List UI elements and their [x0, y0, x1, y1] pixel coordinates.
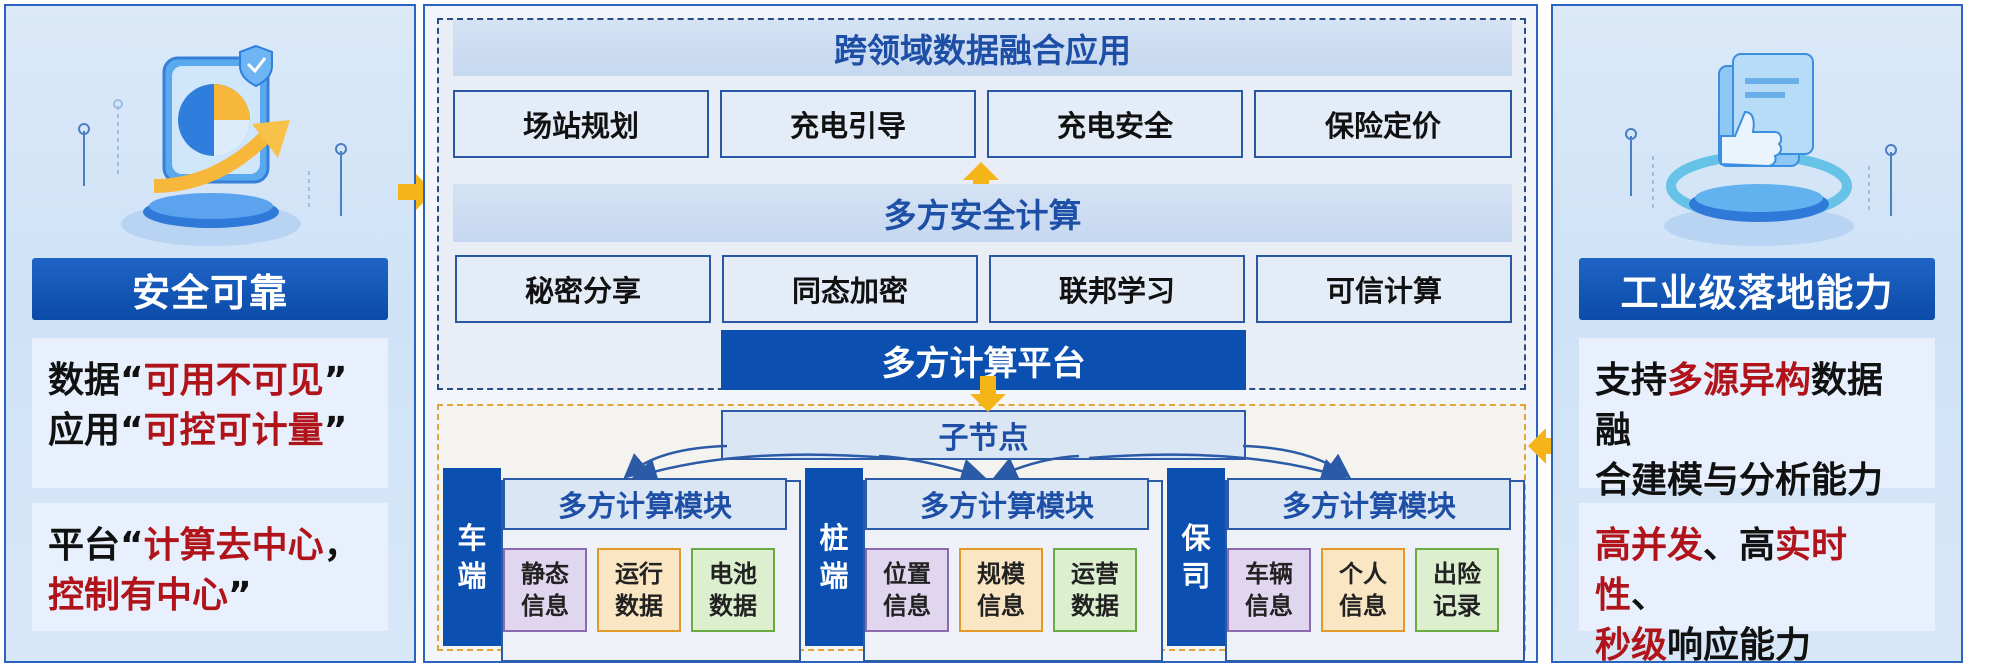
- party-label-insurer: 保 司: [1167, 468, 1225, 646]
- right-box-performance: 高并发、高实时性、 秒级响应能力: [1579, 503, 1935, 666]
- technique-cell: 同态加密: [722, 255, 978, 323]
- data-box: 位置信息: [865, 548, 949, 632]
- thumbs-up-document-icon: [1625, 53, 1897, 246]
- pie-chart-shield-icon: [78, 44, 347, 246]
- arrow-up-icon: [963, 162, 999, 198]
- app-cell: 保险定价: [1254, 90, 1512, 158]
- node-section: 子节点 车 端 多方计算模块 静态信息 运行数据 电池数据: [437, 404, 1526, 662]
- platform-bar: 多方计算平台: [721, 330, 1246, 390]
- apps-title: 跨领域数据融合应用: [453, 20, 1512, 76]
- left-box2-line1: 平台“计算去中心，: [48, 525, 360, 566]
- right-panel: 工业级落地能力 支持多源异构数据融 合建模与分析能力 高并发、高实时性、 秒级响…: [1551, 4, 1963, 666]
- app-cell: 充电引导: [720, 90, 976, 158]
- module-frame-charger: 多方计算模块 位置信息 规模信息 运营数据: [863, 478, 1163, 662]
- data-box: 运行数据: [597, 548, 681, 632]
- data-box: 运营数据: [1053, 548, 1137, 632]
- technique-cell: 可信计算: [1256, 255, 1512, 323]
- data-box: 车辆信息: [1227, 548, 1311, 632]
- right-box1-line1: 支持多源异构数据融: [1595, 360, 1884, 451]
- data-box: 电池数据: [691, 548, 775, 632]
- technique-cell: 秘密分享: [455, 255, 711, 323]
- app-cell: 场站规划: [453, 90, 709, 158]
- arrow-down-icon: [970, 376, 1006, 412]
- module-title: 多方计算模块: [503, 478, 787, 530]
- right-box-fusion: 支持多源异构数据融 合建模与分析能力: [1579, 338, 1935, 501]
- left-box1-line2: 应用“可控可计量”: [48, 410, 348, 451]
- data-box: 出险记录: [1415, 548, 1499, 632]
- data-box: 静态信息: [503, 548, 587, 632]
- module-frame-vehicle: 多方计算模块 静态信息 运行数据 电池数据: [501, 478, 801, 662]
- data-box: 规模信息: [959, 548, 1043, 632]
- right-box1-line2: 合建模与分析能力: [1595, 460, 1884, 501]
- left-box-data-usage: 数据“可用不可见” 应用“可控可计量”: [32, 338, 388, 488]
- right-box2-line2: 秒级响应能力: [1595, 625, 1812, 666]
- party-label-vehicle: 车 端: [443, 468, 501, 646]
- left-box2-line2: 控制有中心”: [48, 575, 252, 616]
- left-box-platform: 平台“计算去中心， 控制有中心”: [32, 503, 388, 631]
- app-cell: 充电安全: [987, 90, 1243, 158]
- left-panel: 安全可靠 数据“可用不可见” 应用“可控可计量” 平台“计算去中心， 控制有中心…: [4, 4, 416, 663]
- left-box1-line1: 数据“可用不可见”: [48, 360, 348, 401]
- connection-arrows: [623, 444, 1352, 483]
- module-frame-insurer: 多方计算模块 车辆信息 个人信息 出险记录: [1225, 478, 1525, 662]
- arrow-left-icon: [1528, 428, 1564, 464]
- module-title: 多方计算模块: [865, 478, 1149, 530]
- data-box: 个人信息: [1321, 548, 1405, 632]
- left-panel-title: 安全可靠: [32, 258, 388, 320]
- party-label-charger: 桩 端: [805, 468, 863, 646]
- technique-cell: 联邦学习: [989, 255, 1245, 323]
- mpc-title: 多方安全计算: [453, 184, 1512, 242]
- right-panel-title: 工业级落地能力: [1579, 258, 1935, 320]
- application-section: 跨领域数据融合应用 场站规划 充电引导 充电安全 保险定价 多方安全计算 秘密分…: [437, 18, 1526, 390]
- right-box2-line1: 高并发、高实时性、: [1595, 525, 1848, 616]
- module-title: 多方计算模块: [1227, 478, 1511, 530]
- center-panel: 跨领域数据融合应用 场站规划 充电引导 充电安全 保险定价 多方安全计算 秘密分…: [423, 4, 1538, 663]
